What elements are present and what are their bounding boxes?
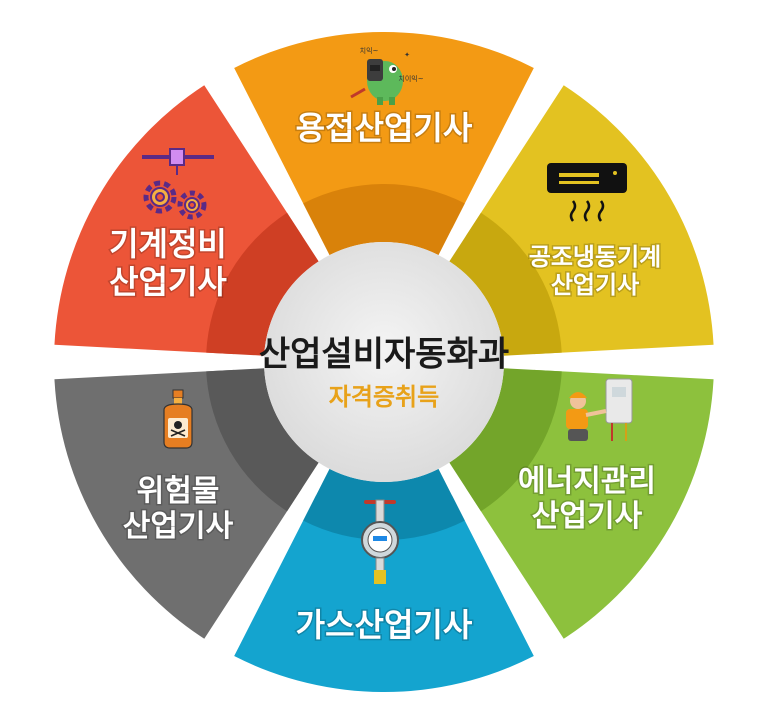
segment-label-mechanical-line-1: 기계정비 [109,225,227,263]
icons-layer: 치익~ 치이익~ ✦ [142,46,633,584]
segment-welding [234,31,534,229]
boiler-technician-icon [566,378,633,441]
segment-inner-band-energy [449,368,562,512]
segment-label-energy-line-2: 산업기사 [532,499,643,534]
segment-label-hazmat-line-2: 산업기사 [123,509,234,544]
gears-icon [142,148,214,220]
gas-meter-icon [361,499,399,584]
segment-label-mechanical-line-2: 산업기사 [109,263,227,301]
segment-inner-band-welding [303,183,465,256]
segment-inner-band-mechanical [206,212,319,356]
segment-label-energy-line-1: 에너지관리 [518,464,656,499]
segment-label-gas-line-1: 가스산업기사 [296,606,473,644]
welder-bubble-2: 치이익~ [398,74,423,83]
welder-bubble-1: 치익~ [360,46,379,55]
center-hub [264,242,504,482]
welder-character-icon: 치익~ 치이익~ ✦ [350,46,424,105]
center-subtitle: 자격증취득 [329,383,439,411]
air-conditioner-icon [547,163,627,222]
segment-label-hvac-line-1: 공조냉동기계 [529,243,661,271]
segment-label-welding-line-1: 용접산업기사 [296,109,473,147]
center-title: 산업설비자동화과 [259,335,509,375]
labels-layer: 용접산업기사공조냉동기계산업기사에너지관리산업기사가스산업기사위험물산업기사기계… [108,108,663,646]
segment-label-hazmat-line-1: 위험물 [137,474,220,509]
segment-inner-band-hvac [449,212,562,356]
segment-label-hvac-line-2: 산업기사 [551,271,639,299]
segments-layer [54,31,714,692]
segment-inner-band-hazmat [206,368,319,512]
poison-bottle-icon [163,389,193,449]
svg-text:✦: ✦ [404,51,410,59]
segment-gas [234,495,534,692]
